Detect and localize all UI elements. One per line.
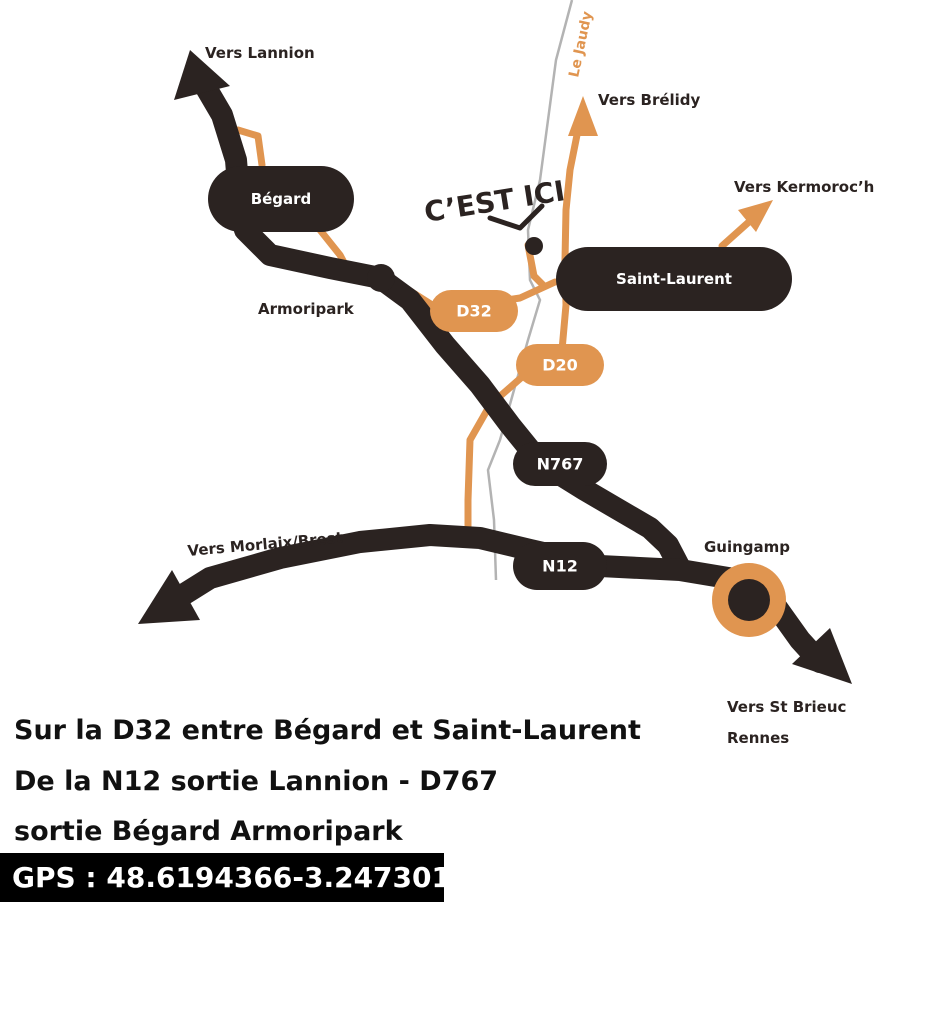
badge-n767: N767 <box>513 442 607 486</box>
road-begard-spur <box>234 126 266 169</box>
svg-text:Saint-Laurent: Saint-Laurent <box>616 270 732 288</box>
info-line-1: Sur la D32 entre Bégard et Saint-Laurent <box>14 715 641 746</box>
gps-coordinates: GPS : 48.6194366-3.2473012 <box>0 853 470 902</box>
road-here-link <box>524 241 548 290</box>
arrow-morlaix-brest <box>138 570 200 624</box>
badge-n12: N12 <box>513 542 607 590</box>
svg-text:D32: D32 <box>456 302 492 321</box>
svg-text:D20: D20 <box>542 356 578 375</box>
badge-d20: D20 <box>516 344 604 386</box>
here-marker <box>525 237 543 255</box>
town-saint-laurent: Saint-Laurent <box>556 247 792 311</box>
svg-text:N767: N767 <box>537 455 584 474</box>
label-vers-kermoroch: Vers Kermoroc’h <box>734 178 874 196</box>
svg-text:Bégard: Bégard <box>251 190 312 208</box>
label-rennes: Rennes <box>727 729 789 747</box>
label-vers-lannion: Vers Lannion <box>205 44 315 62</box>
label-guingamp: Guingamp <box>704 538 790 556</box>
info-line-3: sortie Bégard Armoripark <box>14 816 403 847</box>
svg-text:N12: N12 <box>542 557 578 576</box>
label-vers-st-brieuc: Vers St Brieuc <box>727 698 846 716</box>
badge-d32: D32 <box>430 290 518 332</box>
armoripark-junction <box>367 264 395 292</box>
label-vers-brelidy: Vers Brélidy <box>598 91 701 109</box>
here-pointer <box>487 203 545 231</box>
arrow-kermoroch <box>738 200 773 232</box>
arrow-st-brieuc <box>792 628 852 684</box>
arrow-brelidy <box>568 96 598 136</box>
town-begard: Bégard <box>208 166 354 232</box>
label-armoripark: Armoripark <box>258 300 355 318</box>
river-label: Le Jaudy <box>566 10 596 79</box>
guingamp-center <box>728 579 770 621</box>
river-jaudy <box>486 0 574 581</box>
info-line-2: De la N12 sortie Lannion - D767 <box>14 766 499 797</box>
arrow-lannion <box>174 50 230 100</box>
